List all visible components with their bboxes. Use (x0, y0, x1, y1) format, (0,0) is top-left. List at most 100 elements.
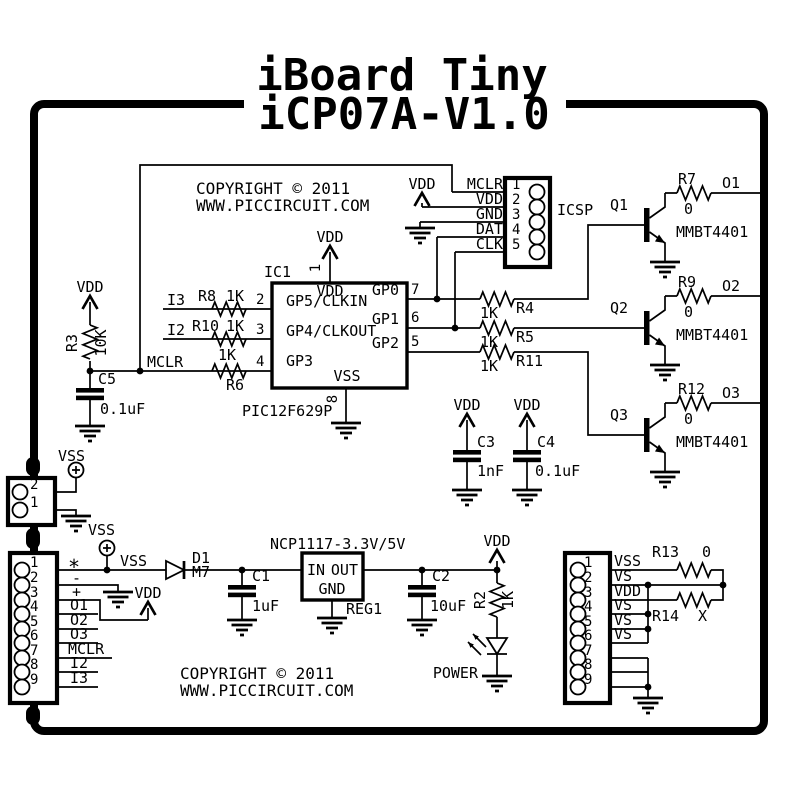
pin-label: VS (614, 567, 632, 585)
capacitor-value: 0.1uF (535, 462, 580, 480)
ground-icon (101, 590, 135, 609)
resistor-r7 (676, 185, 712, 201)
conn9-right: 1 2 3 4 5 6 7 8 9 VSS VS VDD VS VS VS R1… (562, 543, 727, 715)
ic-ref: IC1 (264, 263, 291, 281)
pin-number: 9 (584, 672, 592, 688)
ground-icon (73, 424, 107, 443)
resistor-r12 (676, 395, 712, 411)
icsp-pin-name: MCLR (467, 175, 504, 193)
regulator-body (300, 551, 365, 602)
resistor-r14 (676, 592, 712, 608)
resistor-value: 0 (684, 410, 693, 428)
capacitor-ref: C4 (537, 433, 555, 451)
net-label-vdd: VDD (76, 278, 103, 296)
net-label-vdd: VDD (134, 584, 161, 602)
ground-icon (631, 696, 665, 715)
ground-icon (59, 514, 93, 533)
pin-number: 5 (411, 334, 419, 350)
ic-part-number: PIC12F629P (242, 402, 332, 420)
net-label-vdd: VDD (453, 396, 480, 414)
resistor-value: 1K (218, 346, 236, 364)
pin-number: 2 (584, 570, 592, 586)
led-label: POWER (433, 664, 479, 682)
net-label-vdd: VDD (316, 228, 343, 246)
title-backing (244, 94, 566, 136)
ground-icon (403, 226, 437, 245)
diode-d1 (165, 559, 187, 581)
connector-label: ICSP (557, 201, 593, 219)
resistor-r9 (676, 288, 712, 304)
resistor-value: 10K (92, 329, 110, 356)
resistor-value: X (698, 607, 707, 625)
capacitor-ref: C5 (98, 370, 116, 388)
net-label-vdd: VDD (513, 396, 540, 414)
resistor-ref: R3 (63, 334, 81, 352)
pin-number: 3 (256, 322, 264, 338)
resistor-ref: R5 (516, 328, 534, 346)
capacitor-c2 (408, 585, 436, 598)
pin-number: 4 (584, 599, 592, 615)
mclr-net: VDD R3 10K C5 0.1uF MCLR 1K R6 4 (63, 164, 453, 443)
pin-number: 6 (411, 310, 419, 326)
pin-number: 4 (512, 222, 520, 238)
capacitor-value: 1nF (477, 462, 504, 480)
ground-icon (480, 674, 514, 693)
pin-number: 5 (30, 614, 38, 630)
icsp-pin-name: VDD (476, 190, 503, 208)
pin-number: 2 (30, 570, 38, 586)
pin-label: MCLR (68, 640, 105, 658)
icsp-pin-name: DAT (476, 220, 503, 238)
resistor-ref: R12 (678, 380, 705, 398)
pin-label: VS (614, 596, 632, 614)
resistor-ref: R6 (226, 376, 244, 394)
pin-label: O3 (70, 625, 88, 643)
conn2-and-testpoints: 2 1 VSS VSS (5, 447, 116, 557)
pin-number: 7 (411, 282, 419, 298)
ground-icon (329, 421, 363, 440)
capacitor-c5 (76, 388, 104, 401)
net-label-mclr: MCLR (147, 353, 184, 371)
net-label-o2: O2 (722, 277, 740, 295)
pin-number: 6 (30, 628, 38, 644)
transistor-q3: Q3 MMBT4401 R12 0 O3 (610, 380, 762, 487)
resistor-value: 1K (480, 333, 498, 351)
resistor-value: 1K (480, 357, 498, 375)
pin-number: 1 (30, 495, 38, 511)
capacitor-value: 1uF (252, 597, 279, 615)
pin-number: 4 (256, 354, 264, 370)
net-label-vdd: VDD (408, 175, 435, 193)
pin-number: 8 (30, 657, 38, 673)
capacitor-ref: C2 (432, 567, 450, 585)
resistor-value: 1K (226, 287, 244, 305)
regulator-pin-out: OUT (331, 561, 358, 579)
transistor-part: MMBT4401 (676, 326, 748, 344)
net-label-vdd: VDD (483, 532, 510, 550)
resistor-ref: R10 (192, 317, 219, 335)
pin-number: 1 (584, 555, 592, 571)
vss-testpoint-icon (98, 539, 116, 557)
ground-icon (450, 488, 484, 507)
ground-icon (225, 618, 259, 637)
resistor-ref: R7 (678, 170, 696, 188)
pin-number: 1 (308, 264, 324, 272)
ic-pin-label-vss: VSS (333, 367, 360, 385)
pin-label: VSS (614, 552, 641, 570)
ic-pin-label-vdd: VDD (316, 282, 343, 300)
pin-number: 7 (584, 643, 592, 659)
capacitor-c4 (513, 450, 541, 463)
regulator-part: NCP1117-3.3V/5V (270, 535, 405, 553)
diode-part: M7 (192, 563, 210, 581)
pin-label: - (72, 569, 81, 587)
pin-number: 2 (30, 477, 38, 493)
capacitor-value: 10uF (430, 597, 466, 615)
transistor-q1: Q1 MMBT4401 R7 0 O1 (610, 170, 762, 277)
transistor-ref: Q1 (610, 196, 628, 214)
net-label-vss: VSS (58, 447, 85, 465)
copyright-line1: COPYRIGHT © 2011 (180, 664, 334, 683)
transistor-ref: Q2 (610, 299, 628, 317)
copyright-bottom: COPYRIGHT © 2011 WWW.PICCIRCUIT.COM (180, 664, 353, 700)
transistor-part: MMBT4401 (676, 433, 748, 451)
pin-label: VS (614, 625, 632, 643)
